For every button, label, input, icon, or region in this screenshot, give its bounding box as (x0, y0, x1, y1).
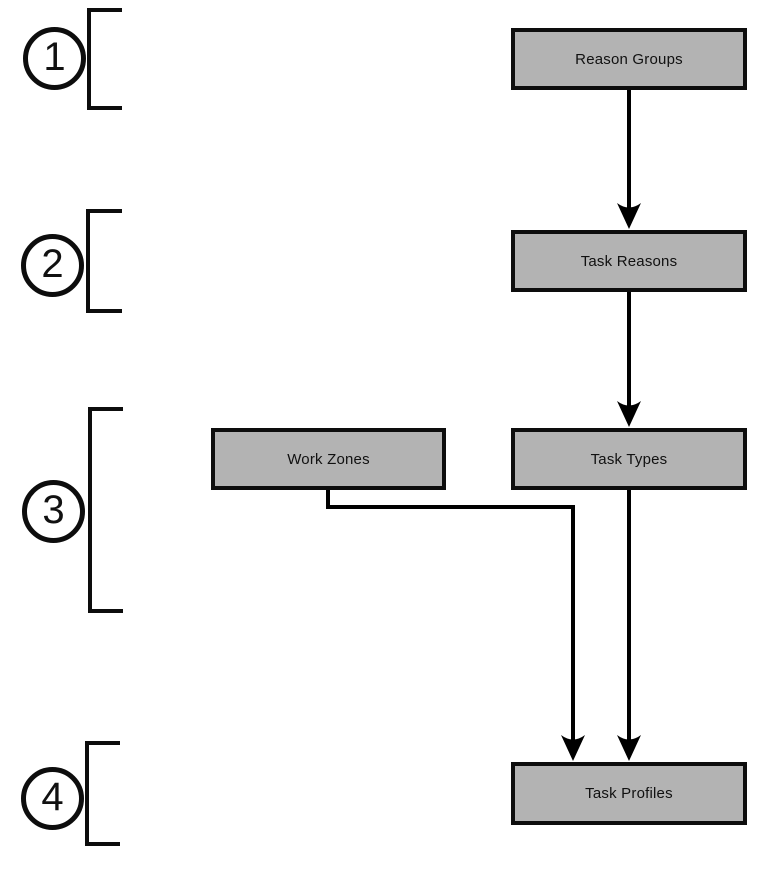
node-label-work-zones: Work Zones (287, 450, 370, 468)
step-number-2: 2 (41, 242, 64, 286)
step-circle-1: 1 (23, 27, 86, 90)
step-number-4: 4 (41, 775, 64, 819)
step-3-bracket (88, 407, 123, 613)
step-circle-2: 2 (21, 234, 84, 297)
step-2-bracket (86, 209, 122, 313)
step-number-3: 3 (42, 488, 65, 532)
step-circle-3: 3 (22, 480, 85, 543)
node-reason-groups: Reason Groups (511, 28, 747, 90)
node-work-zones: Work Zones (211, 428, 446, 490)
step-4-bracket (85, 741, 120, 846)
arrow-work-zones-to-task-profiles (326, 490, 585, 761)
node-task-types: Task Types (511, 428, 747, 490)
step-circle-4: 4 (21, 767, 84, 830)
arrow-task-types-to-task-profiles (617, 490, 641, 761)
step-number-1: 1 (43, 35, 66, 79)
node-task-reasons: Task Reasons (511, 230, 747, 292)
node-label-task-profiles: Task Profiles (585, 785, 673, 802)
node-label-task-reasons: Task Reasons (580, 252, 678, 270)
node-label-reason-groups: Reason Groups (575, 50, 683, 68)
step-1-bracket (87, 8, 122, 110)
node-task-profiles: Task Profiles (511, 762, 747, 825)
arrow-reason-groups-to-task-reasons (617, 90, 641, 229)
node-label-task-types: Task Types (590, 450, 668, 468)
arrow-task-reasons-to-task-types (617, 292, 641, 427)
